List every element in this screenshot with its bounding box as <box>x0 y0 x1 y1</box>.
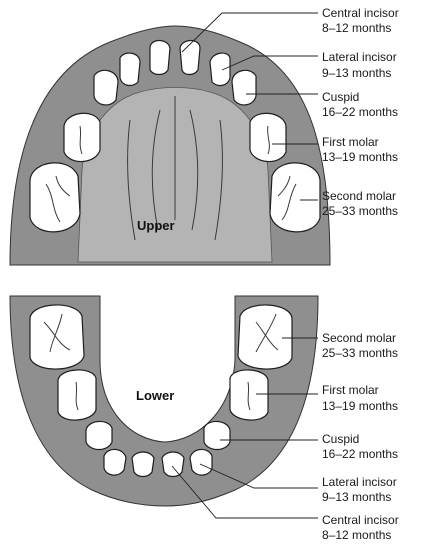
lower-jaw: Lower Second molar 25–33 months First mo… <box>10 296 399 542</box>
upper-second-molar-left <box>30 163 80 232</box>
upper-jaw: Upper Central incisor 8–12 months Latera… <box>10 6 399 265</box>
upper-jaw-label: Upper <box>137 218 175 233</box>
lower-cuspid-right <box>204 421 230 449</box>
lower-label-lateral-incisor: Lateral incisor <box>322 475 397 489</box>
upper-label-cuspid: Cuspid <box>322 90 359 104</box>
upper-label-first-molar: First molar <box>322 135 379 149</box>
upper-lateral-incisor-left <box>120 53 140 85</box>
lower-first-molar-right <box>230 370 268 420</box>
lower-age-central-incisor: 8–12 months <box>322 528 391 542</box>
lower-label-central-incisor: Central incisor <box>322 513 399 527</box>
upper-label-lateral-incisor: Lateral incisor <box>322 50 397 64</box>
upper-cuspid-right <box>232 70 256 105</box>
lower-second-molar-left <box>30 305 84 369</box>
lower-label-first-molar: First molar <box>322 383 379 397</box>
lower-label-cuspid: Cuspid <box>322 432 359 446</box>
lower-second-molar-right <box>238 305 292 369</box>
upper-central-incisor-left <box>150 41 170 75</box>
lower-label-second-molar: Second molar <box>322 331 396 345</box>
lower-jaw-label: Lower <box>136 388 174 403</box>
lower-first-molar-left <box>58 370 96 420</box>
lower-age-first-molar: 13–19 months <box>322 399 398 413</box>
lower-age-lateral-incisor: 9–13 months <box>322 490 391 504</box>
upper-second-molar-right <box>270 163 320 232</box>
upper-age-cuspid: 16–22 months <box>322 105 398 119</box>
lower-central-incisor-left <box>132 452 154 477</box>
lower-lateral-incisor-right <box>190 449 212 475</box>
upper-age-lateral-incisor: 9–13 months <box>322 66 391 80</box>
upper-age-second-molar: 25–33 months <box>322 204 398 218</box>
lower-central-incisor-right <box>162 452 184 477</box>
upper-first-molar-left <box>64 113 100 161</box>
lower-labels: Second molar 25–33 months First molar 13… <box>322 331 399 542</box>
upper-label-second-molar: Second molar <box>322 189 396 203</box>
upper-label-central-incisor: Central incisor <box>322 6 399 20</box>
upper-central-incisor-right <box>180 41 200 75</box>
upper-lateral-incisor-right <box>210 53 230 85</box>
lower-cuspid-left <box>86 421 112 449</box>
lower-age-second-molar: 25–33 months <box>322 346 398 360</box>
upper-cuspid-left <box>94 70 118 105</box>
lower-lateral-incisor-left <box>104 449 126 475</box>
upper-labels: Central incisor 8–12 months Lateral inci… <box>322 6 399 218</box>
upper-age-first-molar: 13–19 months <box>322 150 398 164</box>
upper-age-central-incisor: 8–12 months <box>322 21 391 35</box>
lower-age-cuspid: 16–22 months <box>322 447 398 461</box>
